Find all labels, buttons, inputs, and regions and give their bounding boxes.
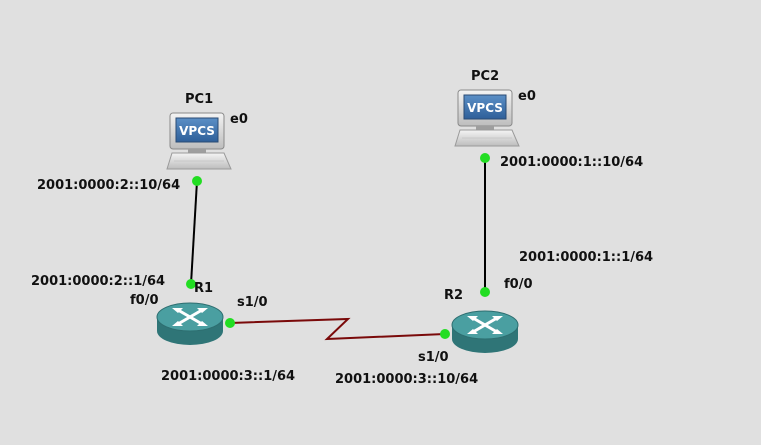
pc2-name-label: PC2 — [471, 69, 500, 84]
pc2-badge: VPCS — [467, 101, 503, 115]
r1-lan-ip-label: 2001:0000:2::1/64 — [31, 274, 166, 289]
port-r1-s10-status — [225, 318, 235, 328]
router-icon — [156, 302, 224, 345]
vpcs-computer-icon: VPCS — [166, 112, 232, 170]
r2-lan-iface-label: f0/0 — [504, 277, 533, 292]
r1-wan-ip-label: 2001:0000:3::1/64 — [161, 369, 296, 384]
vpcs-computer-icon: VPCS — [454, 89, 520, 147]
r2-wan-iface-label: s1/0 — [418, 350, 449, 365]
port-r2-s10-status — [440, 329, 450, 339]
pc1-badge: VPCS — [179, 124, 215, 138]
pc2-iface-label: e0 — [518, 89, 536, 104]
r1-lan-iface-label: f0/0 — [130, 293, 159, 308]
port-r1-f00-status — [186, 279, 196, 289]
pc1-node[interactable]: VPCS — [166, 112, 232, 172]
link-r1-r2-serial[interactable] — [229, 317, 446, 341]
r1-wan-iface-label: s1/0 — [237, 295, 268, 310]
port-pc2-e0-status — [480, 153, 490, 163]
r1-name-label: R1 — [194, 281, 214, 296]
pc2-ip-label: 2001:0000:1::10/64 — [500, 155, 644, 170]
port-r2-f00-status — [480, 287, 490, 297]
r2-node[interactable] — [451, 309, 519, 357]
pc1-name-label: PC1 — [185, 92, 214, 107]
pc2-node[interactable]: VPCS — [454, 89, 520, 149]
r1-node[interactable] — [156, 301, 224, 349]
pc1-iface-label: e0 — [230, 112, 248, 127]
r2-name-label: R2 — [444, 288, 464, 303]
r2-wan-ip-label: 2001:0000:3::10/64 — [335, 372, 479, 387]
port-pc1-e0-status — [192, 176, 202, 186]
pc1-ip-label: 2001:0000:2::10/64 — [37, 178, 181, 193]
link-pc1-r1[interactable] — [190, 180, 198, 285]
router-icon — [451, 310, 519, 353]
r2-lan-ip-label: 2001:0000:1::1/64 — [519, 250, 654, 265]
